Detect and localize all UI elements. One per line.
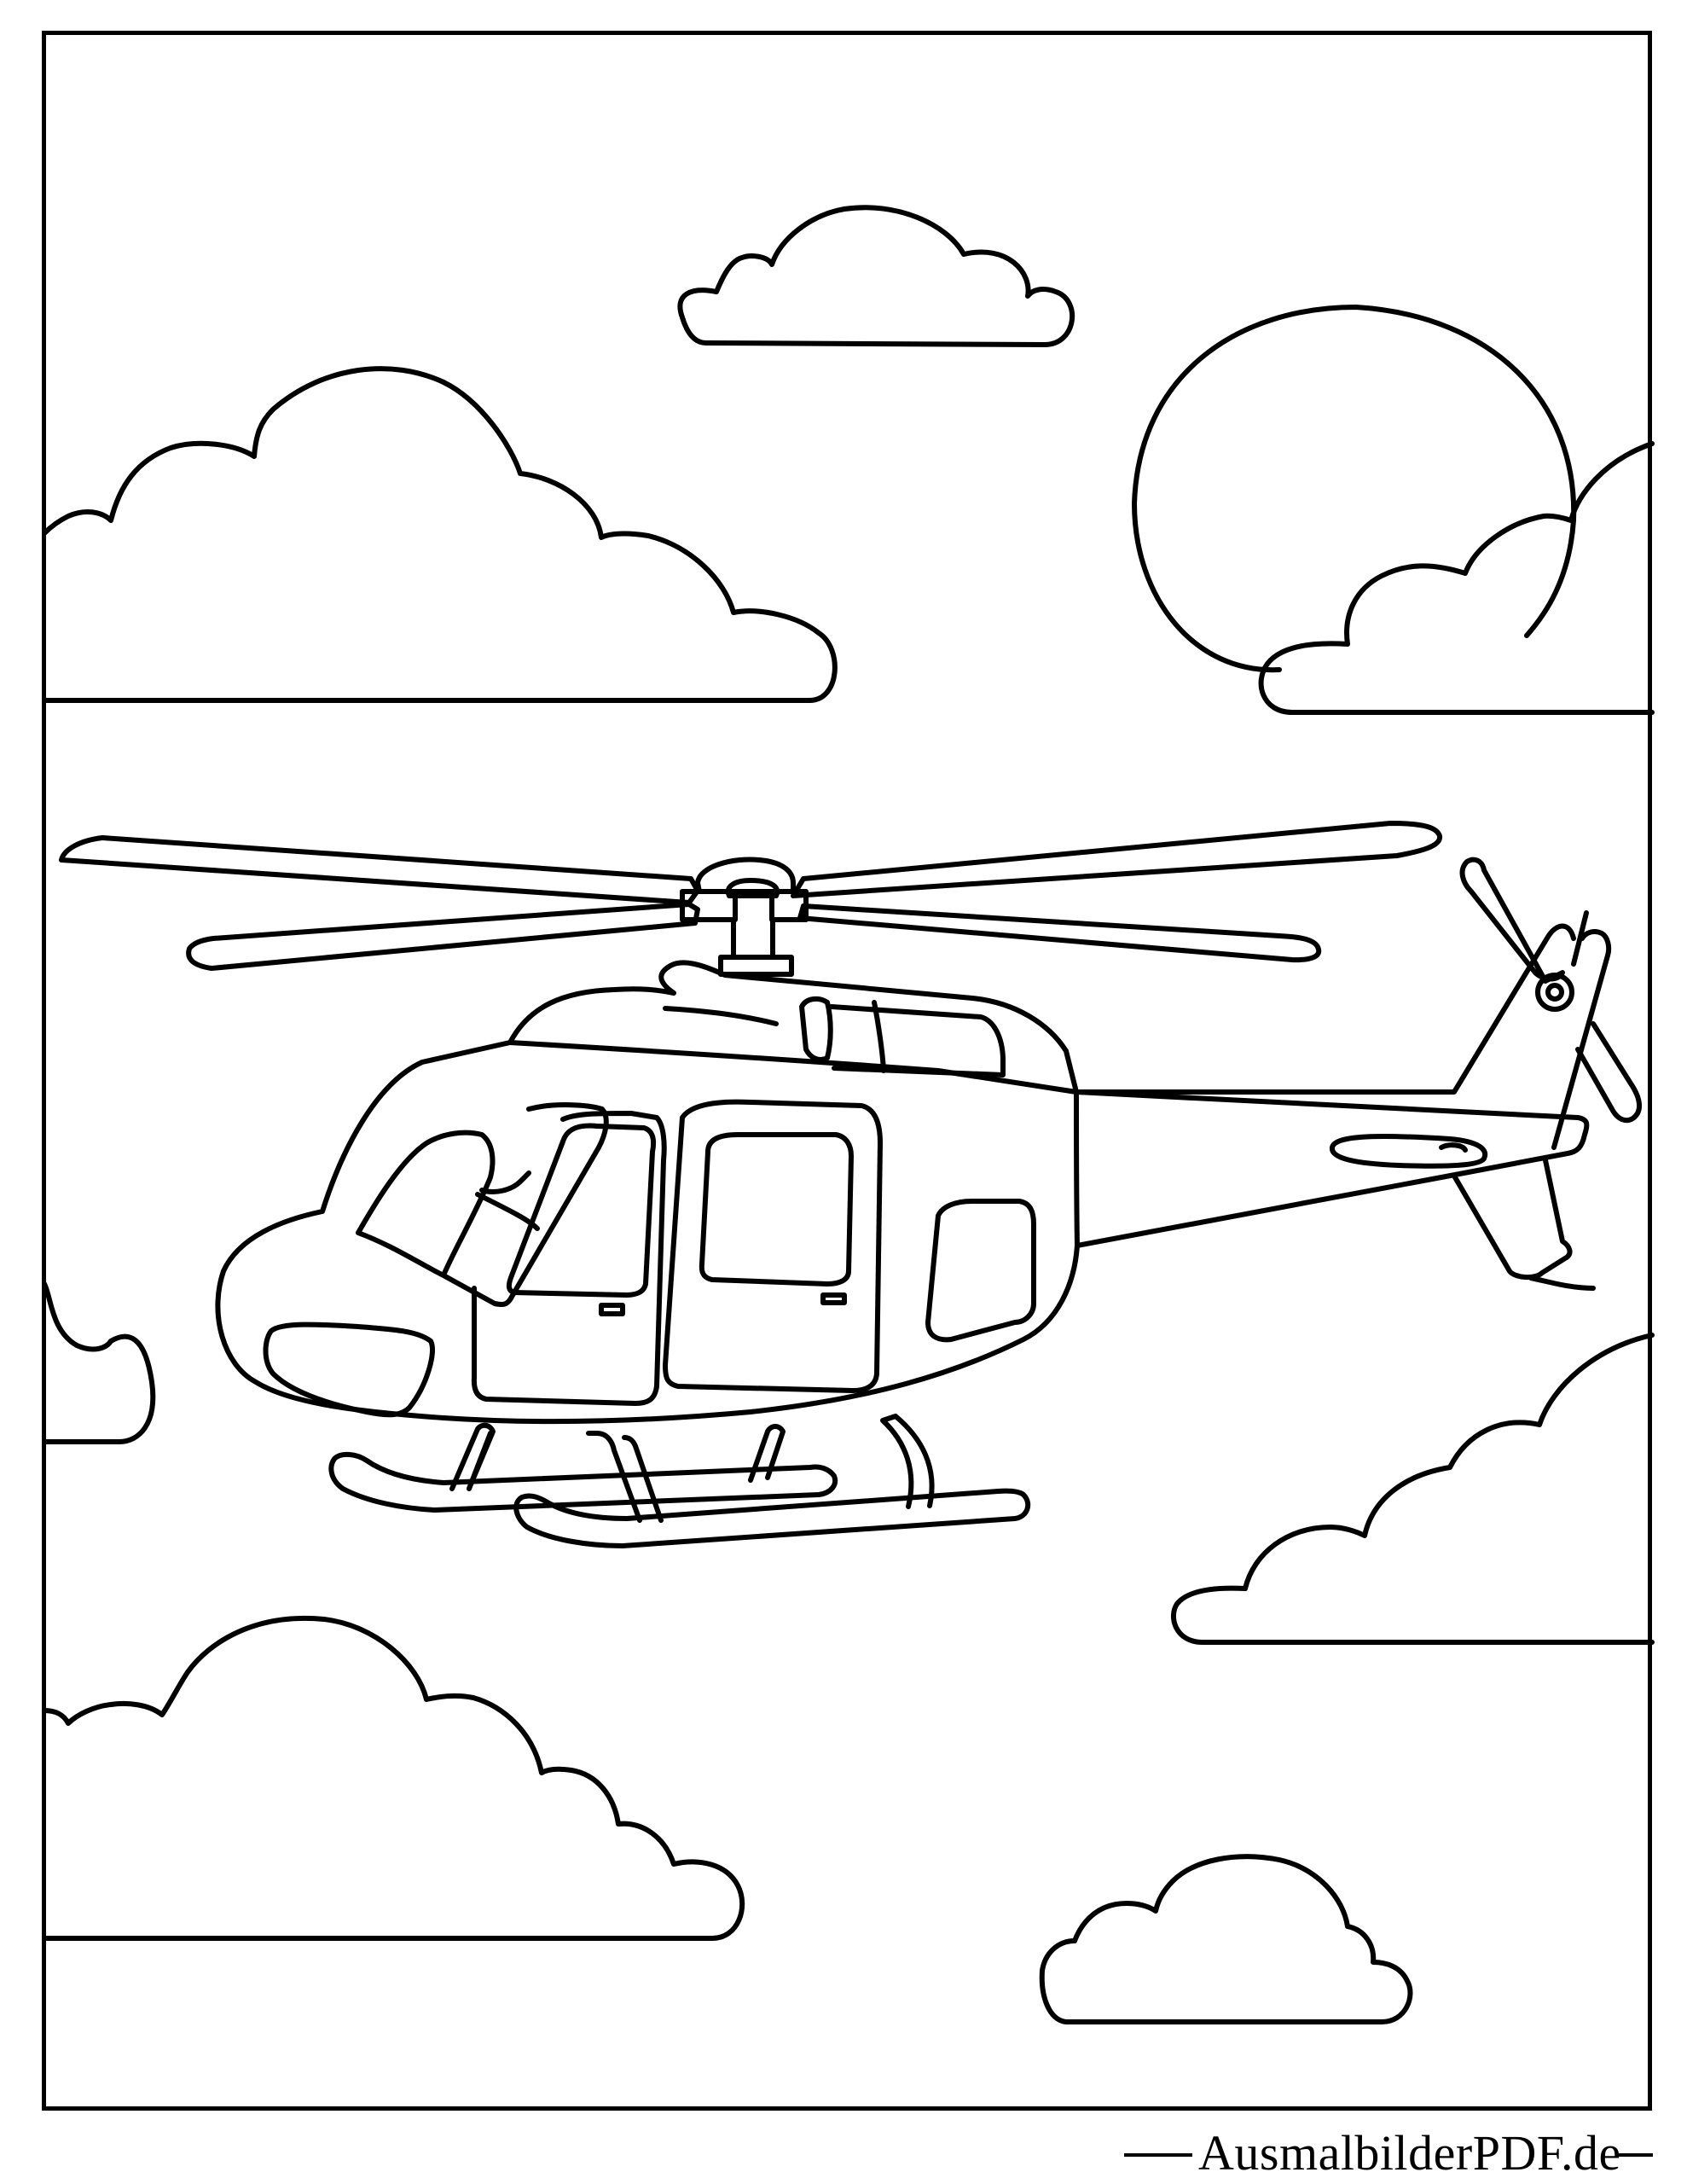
footer-divider-right	[1619, 2153, 1653, 2157]
watermark-text: AusmalbilderPDF.de	[1198, 2125, 1621, 2181]
footer-divider-left	[1124, 2153, 1192, 2157]
cloud-icon	[1258, 441, 1655, 715]
page-border	[42, 31, 1652, 2111]
cloud-icon	[1039, 1854, 1413, 2024]
landing-skid-icon	[328, 1414, 1031, 1548]
sun-icon	[1132, 305, 1577, 673]
footer: AusmalbilderPDF.de	[0, 2107, 1687, 2184]
cloud-icon	[42, 1615, 745, 1941]
cloud-icon	[1171, 1333, 1655, 1645]
cloud-icon	[42, 366, 838, 703]
helicopter-icon	[215, 923, 1612, 1425]
cloud-icon	[42, 1281, 156, 1444]
cloud-icon	[677, 205, 1075, 347]
tail-rotor-icon	[1459, 857, 1642, 1124]
window-icon	[263, 996, 1036, 1418]
rotor-icon	[59, 821, 1442, 977]
